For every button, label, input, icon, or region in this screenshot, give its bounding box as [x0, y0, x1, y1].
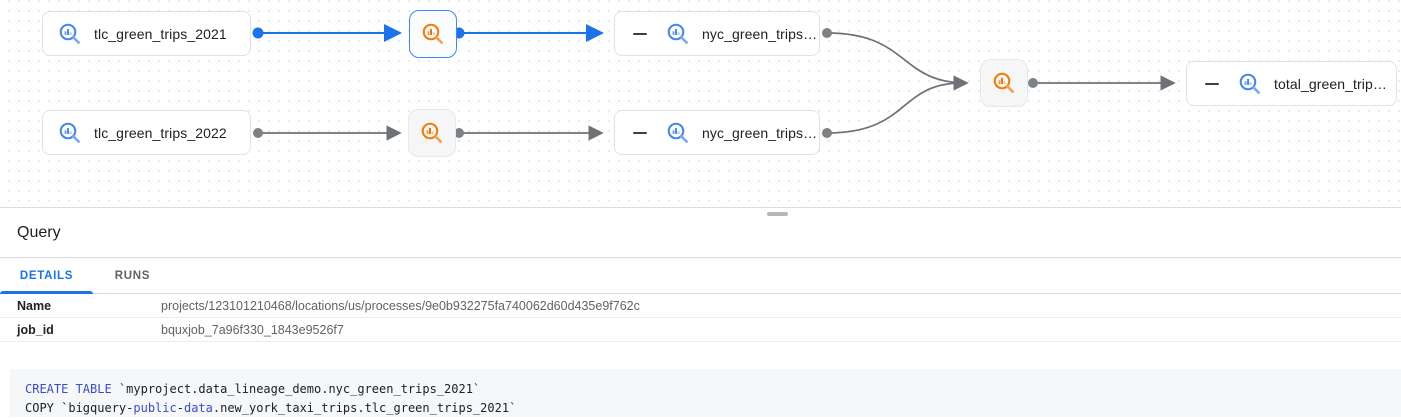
sql-plain-token: - [176, 401, 184, 415]
table-node-tlc-green-trips-2021[interactable]: tlc_green_trips_2021 [42, 11, 251, 56]
table-node-total-green-trips[interactable]: total_green_trip… [1186, 61, 1397, 106]
process-node-merge[interactable] [980, 59, 1028, 107]
sql-keyword-token: CREATE TABLE [25, 382, 112, 396]
sql-plain-token: COPY `bigquery- [25, 401, 134, 415]
sql-code-block: CREATE TABLE `myproject.data_lineage_dem… [10, 369, 1401, 417]
collapse-minus-icon[interactable] [633, 32, 647, 35]
row-label: Name [17, 298, 52, 313]
tab-details[interactable]: DETAILS [0, 258, 93, 294]
node-label: total_green_trip… [1274, 75, 1387, 92]
code-line: COPY `bigquery-public-data.new_york_taxi… [25, 399, 1385, 418]
details-table: Name projects/123101210468/locations/us/… [0, 294, 1401, 342]
row-value: projects/123101210468/locations/us/proce… [161, 298, 640, 313]
collapse-minus-icon[interactable] [633, 131, 647, 134]
lineage-edges [252, 24, 1176, 141]
connection-port [253, 128, 263, 138]
table-node-nyc-green-trips-2021[interactable]: nyc_green_trips… [614, 11, 820, 56]
panel-tabs: DETAILS RUNS [0, 258, 1401, 294]
bigquery-process-icon [422, 23, 443, 44]
table-row: Name projects/123101210468/locations/us/… [0, 294, 1401, 318]
table-node-tlc-green-trips-2022[interactable]: tlc_green_trips_2022 [42, 110, 251, 155]
node-label: nyc_green_trips… [702, 25, 818, 42]
details-panel-header: Query [0, 208, 1401, 258]
code-line: CREATE TABLE `myproject.data_lineage_dem… [25, 380, 1385, 399]
panel-spacer [0, 342, 1401, 369]
sql-plain-token: `myproject.data_lineage_demo.nyc_green_t… [111, 382, 481, 396]
row-label: job_id [17, 322, 54, 337]
table-node-nyc-green-trips-2022[interactable]: nyc_green_trips… [614, 110, 820, 155]
bigquery-process-icon [421, 122, 442, 143]
lineage-graph-canvas[interactable]: tlc_green_trips_2021 nyc_green_trips… [0, 0, 1401, 208]
bigquery-table-icon [667, 23, 688, 44]
row-value: bquxjob_7a96f330_1843e9526f7 [161, 322, 344, 337]
connection-port [822, 28, 832, 38]
edge-nyc2021-to-merge [826, 32, 969, 91]
bigquery-process-icon [993, 72, 1014, 93]
sql-plain-token: .new_york_taxi_trips.tlc_green_trips_202… [212, 401, 517, 415]
process-node-copy-2021[interactable] [409, 10, 457, 58]
panel-resize-handle[interactable] [767, 212, 788, 216]
sql-keyword-token: public [133, 401, 177, 415]
edge-nyc2022-to-merge [826, 82, 963, 134]
bigquery-table-icon [1239, 73, 1260, 94]
bigquery-table-icon [667, 122, 688, 143]
connection-port [1028, 78, 1038, 88]
table-row: job_id bquxjob_7a96f330_1843e9526f7 [0, 318, 1401, 342]
bigquery-table-icon [59, 122, 80, 143]
connection-port [252, 27, 264, 39]
node-label: nyc_green_trips… [702, 124, 818, 141]
panel-title: Query [17, 223, 61, 241]
bigquery-table-icon [59, 23, 80, 44]
node-label: tlc_green_trips_2022 [94, 124, 227, 141]
connection-port [454, 128, 464, 138]
connection-port [822, 128, 832, 138]
collapse-minus-icon[interactable] [1205, 82, 1219, 85]
sql-keyword-token: data [183, 401, 213, 415]
process-node-copy-2022[interactable] [408, 109, 456, 157]
node-label: tlc_green_trips_2021 [94, 25, 227, 42]
tab-runs[interactable]: RUNS [114, 269, 151, 282]
